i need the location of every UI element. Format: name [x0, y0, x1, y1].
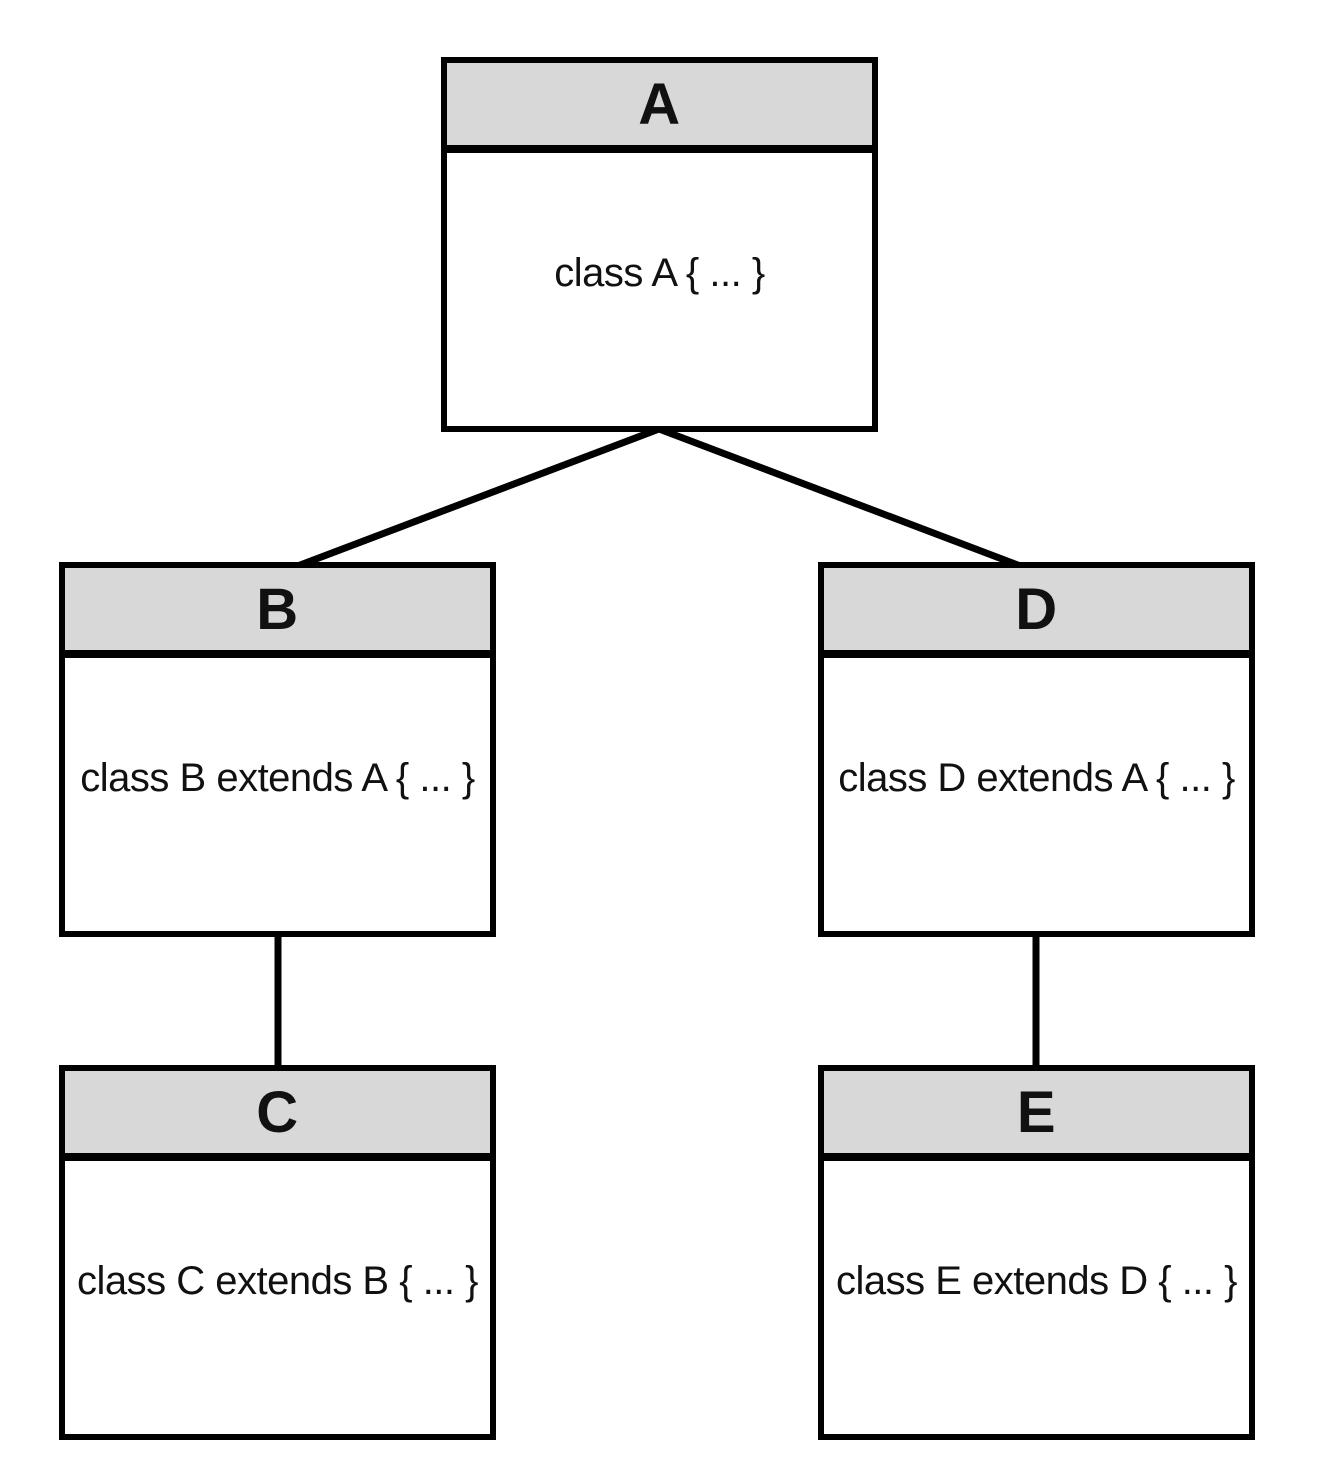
class-e-body: class E extends D { ... } — [824, 1161, 1249, 1434]
connector-a-d-line — [657, 425, 1033, 574]
class-e-title: E — [1016, 1079, 1057, 1145]
class-c-code: class C extends B { ... } — [76, 1259, 479, 1303]
class-box-b: B class B extends A { ... } — [59, 562, 496, 937]
class-box-a: A class A { ... } — [441, 57, 878, 432]
class-d-code: class D extends A { ... } — [838, 756, 1235, 800]
class-e-code: class E extends D { ... } — [835, 1259, 1238, 1303]
class-box-c: C class C extends B { ... } — [59, 1065, 496, 1440]
class-box-e: E class E extends D { ... } — [818, 1065, 1255, 1440]
class-b-title: B — [256, 576, 299, 642]
class-c-header: C — [65, 1071, 490, 1161]
class-b-header: B — [65, 568, 490, 658]
class-a-code: class A { ... } — [554, 251, 765, 295]
class-a-body: class A { ... } — [447, 153, 872, 426]
class-a-header: A — [447, 63, 872, 153]
connector-a-b-line — [285, 425, 661, 574]
class-box-d: D class D extends A { ... } — [818, 562, 1255, 937]
class-c-title: C — [256, 1079, 299, 1145]
class-d-header: D — [824, 568, 1249, 658]
class-d-title: D — [1015, 576, 1058, 642]
class-a-title: A — [638, 71, 681, 137]
class-d-body: class D extends A { ... } — [824, 658, 1249, 931]
class-c-body: class C extends B { ... } — [65, 1161, 490, 1434]
class-b-body: class B extends A { ... } — [65, 658, 490, 931]
class-e-header: E — [824, 1071, 1249, 1161]
class-b-code: class B extends A { ... } — [80, 756, 475, 800]
